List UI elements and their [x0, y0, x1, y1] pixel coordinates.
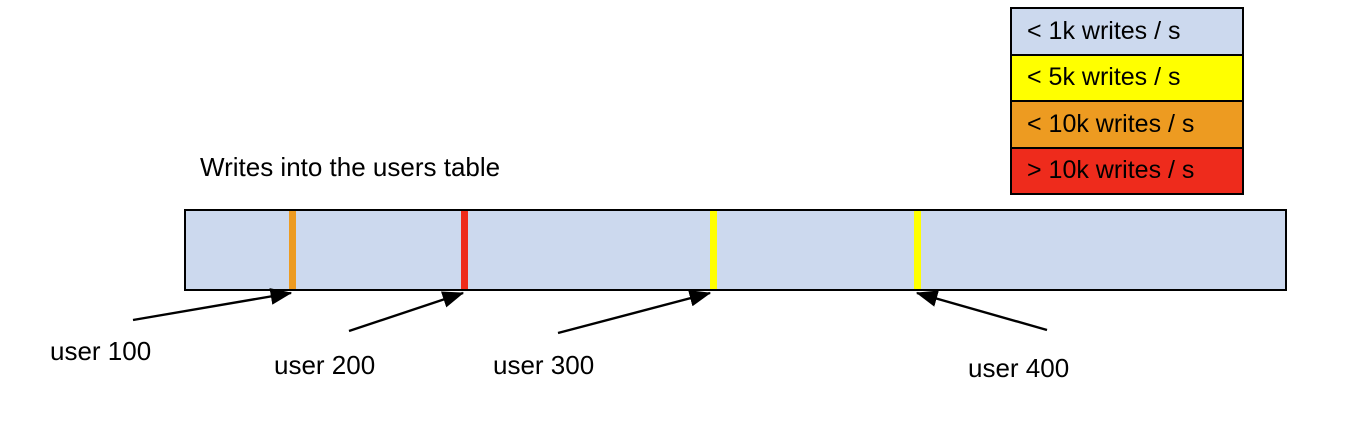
users-table-range-bar	[184, 209, 1287, 291]
legend-row-cool: < 1k writes / s	[1012, 9, 1242, 56]
arrow-user-300	[557, 290, 712, 335]
legend-row-warm: < 5k writes / s	[1012, 55, 1242, 102]
user-label-300: user 300	[493, 350, 595, 380]
legend-row-critical: > 10k writes / s	[1012, 148, 1242, 193]
user-label-100: user 100	[50, 336, 152, 366]
chart-title: Writes into the users table	[200, 152, 501, 182]
legend-label-critical: > 10k writes / s	[1027, 156, 1195, 185]
hotspot-marker-user-400	[914, 211, 921, 289]
legend-label-warm: < 5k writes / s	[1027, 63, 1181, 92]
write-rate-legend: < 1k writes / s < 5k writes / s < 10k wr…	[1010, 7, 1244, 195]
hotspot-marker-user-100	[289, 211, 296, 289]
hotspot-marker-user-300	[710, 211, 717, 289]
arrow-user-200	[348, 291, 465, 333]
user-label-400: user 400	[968, 353, 1070, 383]
user-label-200: user 200	[274, 350, 376, 380]
hotspot-marker-user-200	[461, 211, 468, 289]
legend-label-hot: < 10k writes / s	[1027, 109, 1195, 138]
legend-label-cool: < 1k writes / s	[1027, 16, 1181, 45]
arrow-user-100	[132, 288, 293, 322]
legend-row-hot: < 10k writes / s	[1012, 102, 1242, 149]
arrow-user-400	[915, 290, 1048, 332]
